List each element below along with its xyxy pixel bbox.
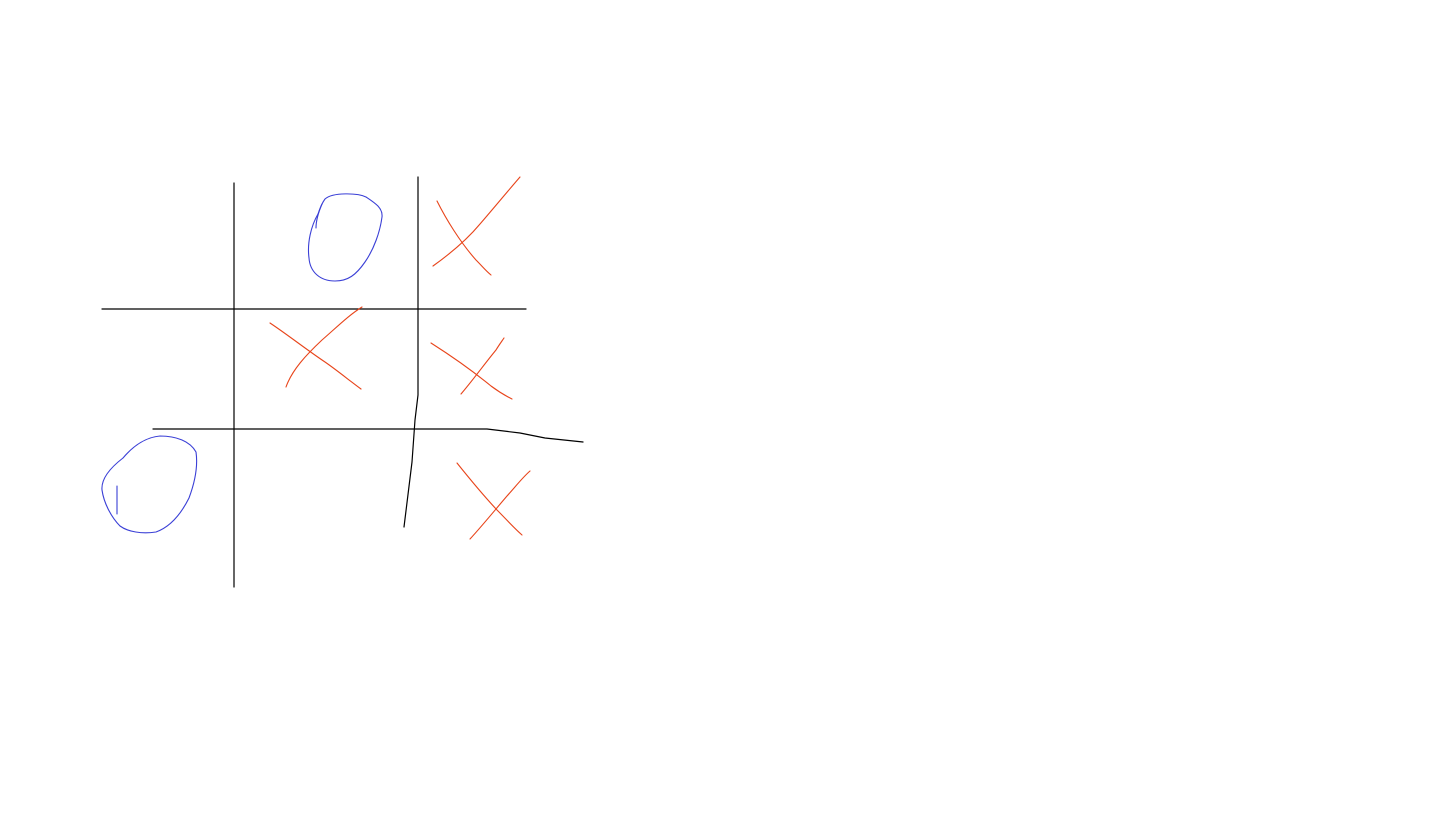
board-marks — [101, 176, 531, 540]
cross-mark-icon — [456, 462, 531, 540]
cross-stroke-2 — [469, 470, 531, 540]
circle-mark-icon — [101, 435, 198, 534]
grid-line-horizontal-bottom — [152, 428, 584, 443]
grid-line-vertical-right — [403, 176, 419, 528]
cross-stroke-1 — [436, 200, 492, 276]
cross-mark-icon — [432, 176, 521, 276]
cross-stroke-1 — [269, 322, 362, 390]
cross-stroke-2 — [432, 176, 521, 267]
cross-stroke-1 — [430, 342, 513, 400]
cross-stroke-2 — [460, 337, 505, 395]
circle-stroke-1 — [101, 435, 198, 534]
cross-stroke-2 — [285, 306, 363, 388]
circle-stroke-2 — [315, 203, 323, 229]
cross-stroke-1 — [456, 462, 523, 536]
cross-mark-icon — [269, 306, 363, 390]
board-grid — [101, 176, 584, 588]
cross-mark-icon — [430, 337, 513, 400]
circle-mark-icon — [307, 193, 383, 282]
circle-stroke-1 — [307, 193, 383, 282]
